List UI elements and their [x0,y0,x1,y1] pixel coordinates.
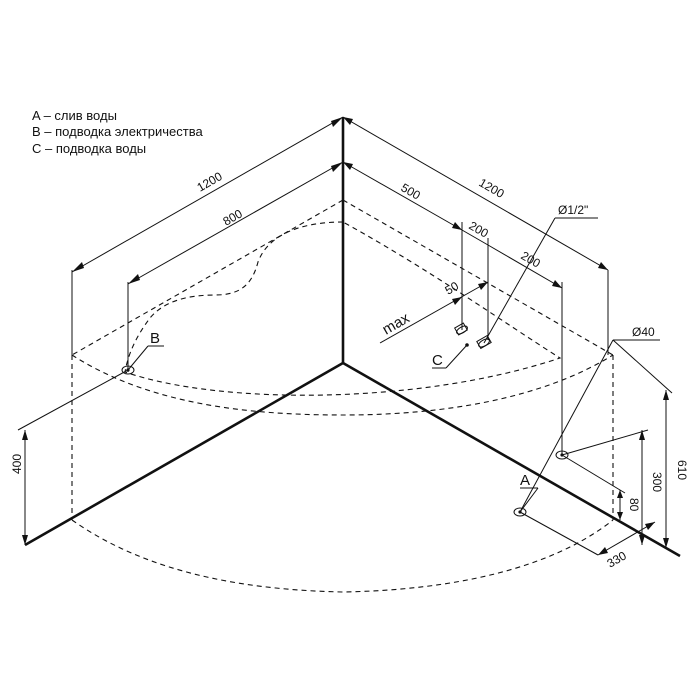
drain-diameter-leader [519,339,614,513]
rim-front-arc [71,354,614,416]
pipe-body-left [453,322,469,336]
rim-left-edge [71,199,344,356]
dim-line-200-b [487,244,563,289]
floor-right-wall-line [342,361,681,558]
ext-400-top [17,369,129,431]
arrow-500-a [343,162,353,170]
dim-text-500: 500 [399,180,424,202]
dim-line-1200-right [342,116,609,271]
dim-text-80: 80 [627,498,641,512]
arrow-1200-right-b [598,262,608,270]
floor-left-wall-line [24,361,344,547]
dim-line-max [379,281,489,344]
dim-text-50: 50 [443,279,462,298]
arrow-300-a [639,430,645,440]
arrow-200-b [552,280,562,288]
arrow-80-a [617,490,623,498]
arrow-330-a [598,547,608,555]
drain-a-marker [513,507,527,517]
base-front-arc [71,519,614,593]
leader-c [445,344,468,369]
legend-item-a: A – слив воды [32,108,117,123]
label-b: B [150,330,160,347]
arrow-1200-left-b [331,117,343,127]
pipe-diameter-leader [483,217,556,344]
drain-area-a: Ø40 A 610 300 80 330 [513,325,689,571]
dim-text-330: 330 [605,548,630,570]
arrow-1200-left-a [72,262,84,272]
dim-line-500 [342,161,463,231]
dim-line-1200-left [71,116,344,273]
dimension-left-top: 1200 800 [71,116,344,372]
arrow-1200-right-a [343,117,353,125]
point-b-marker [121,365,135,375]
ext-300-top [561,429,649,456]
electric-point-b: B [121,330,164,375]
arrow-610-b [663,538,669,548]
arrow-500-b [452,222,462,230]
arrow-800-a [128,274,140,284]
drain-diameter-text: Ø40 [632,325,655,339]
arrow-50-b [478,282,488,290]
upper-drain-marker [555,450,569,460]
pipe-body-right [476,334,492,350]
arrow-400-a [22,430,28,440]
arrow-300-b [639,535,645,545]
ext-330-a [519,511,599,556]
dim-text-610: 610 [675,460,689,480]
arrow-400-b [22,535,28,545]
dim-text-300: 300 [650,472,664,492]
rim-right-edge [342,199,614,356]
dim-text-800: 800 [221,206,246,228]
legend-item-c: C – подводка воды [32,141,146,156]
legend: A – слив воды B – подводка электричества… [32,108,203,156]
arrow-330-b [645,522,655,530]
leader-b [127,345,149,371]
arrow-50-a [452,297,462,305]
dim-text-1200-left: 1200 [195,169,225,195]
dim-line-200-a [461,229,489,246]
leader-a [519,487,539,513]
pipe-diameter-text: Ø1/2" [558,203,588,217]
arrow-800-b [331,162,343,172]
dimension-400: 400 [10,369,129,545]
arrow-610-a [663,390,669,400]
dim-text-200-a: 200 [467,218,492,240]
label-c: C [432,352,443,369]
ext-610-top [612,339,673,394]
arrow-80-b [617,512,623,520]
floor-corner-lines [24,117,681,558]
dim-line-330 [597,521,656,556]
legend-item-b: B – подводка электричества [32,124,203,139]
ext-80-top [561,454,626,494]
label-a: A [520,472,530,489]
dim-line-800 [127,161,344,285]
dim-text-400: 400 [10,454,24,474]
